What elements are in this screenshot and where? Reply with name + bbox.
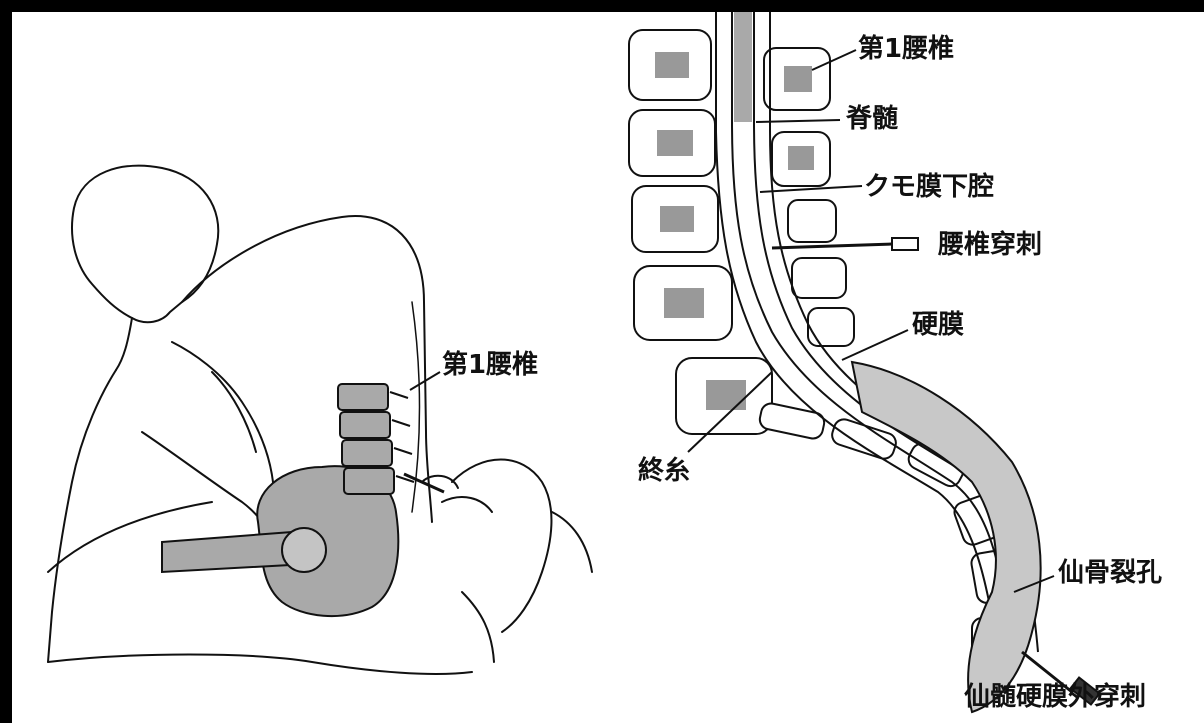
label-sacral-hiatus: 仙骨裂孔 [1058, 560, 1162, 586]
label-spinal-cord: 脊髄 [846, 106, 898, 132]
lumbar-puncture-needle [772, 244, 892, 248]
label-filum-terminale: 終糸 [638, 458, 690, 484]
label-subarachnoid-space: クモ膜下腔 [864, 174, 994, 200]
spine-section-illustration [12, 12, 1204, 723]
label-patient-l1: 第1腰椎 [442, 352, 538, 378]
label-sacral-epidural-puncture: 仙髄硬膜外穿刺 [964, 684, 1146, 710]
label-lumbar-puncture: 腰椎穿刺 [938, 232, 1042, 258]
sacrum [852, 362, 1041, 712]
illustration-panel: 第1腰椎 第1腰椎 脊髄 クモ膜下腔 腰椎穿刺 硬膜 終糸 仙骨裂孔 仙髄硬膜外… [12, 12, 1204, 723]
label-dura: 硬膜 [912, 312, 964, 338]
spinal-cord-core [734, 12, 752, 122]
label-l1: 第1腰椎 [858, 36, 954, 62]
